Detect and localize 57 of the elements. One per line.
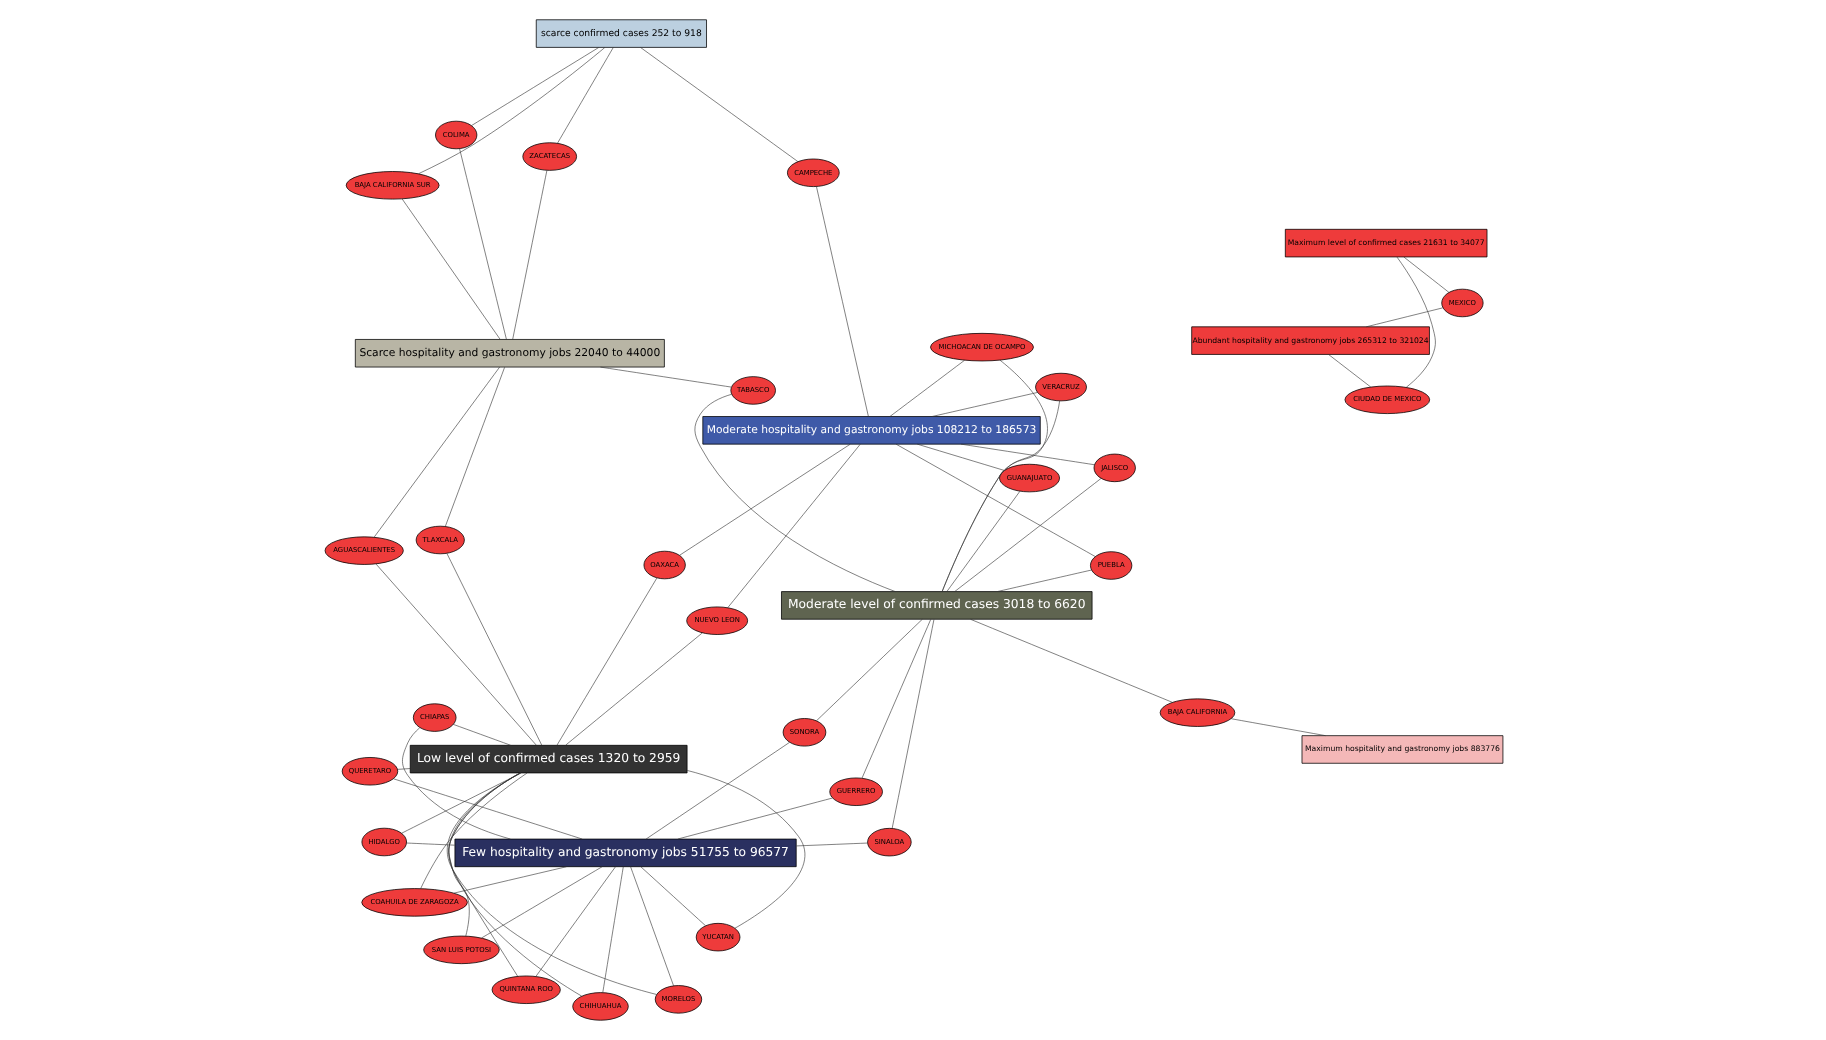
connector <box>392 778 582 840</box>
connector <box>644 742 789 840</box>
connector <box>445 772 656 995</box>
connector <box>969 619 1172 703</box>
connector <box>480 866 602 939</box>
connector <box>795 842 867 847</box>
connector <box>815 618 922 722</box>
connector <box>447 772 520 977</box>
connector <box>401 727 510 840</box>
connector <box>678 443 850 556</box>
connector <box>452 724 510 746</box>
connector <box>400 198 500 340</box>
connector <box>953 478 1101 592</box>
connector <box>629 866 673 987</box>
connector <box>639 47 798 162</box>
connector <box>890 619 934 829</box>
connector <box>534 866 615 977</box>
connector <box>417 47 605 174</box>
connector <box>726 444 860 609</box>
connector <box>447 772 520 937</box>
connector <box>915 443 1004 471</box>
connector <box>396 768 410 770</box>
connector <box>452 866 566 894</box>
connector <box>693 394 895 592</box>
connector <box>860 619 931 779</box>
connector <box>555 577 657 746</box>
connector <box>444 367 504 527</box>
connector <box>599 366 731 388</box>
connector <box>815 186 868 417</box>
connector <box>1230 718 1325 736</box>
connector <box>458 148 506 340</box>
connector <box>1364 307 1442 328</box>
connector <box>995 569 1091 592</box>
connector <box>374 563 536 746</box>
connector <box>639 866 705 926</box>
connector <box>685 770 805 929</box>
connector <box>511 170 547 340</box>
connector <box>940 359 1047 592</box>
connector <box>400 772 521 834</box>
connector <box>1395 256 1435 388</box>
connector <box>419 772 527 889</box>
connector <box>405 842 454 846</box>
connector <box>601 866 623 993</box>
connector <box>888 360 964 417</box>
connector <box>556 47 613 144</box>
connector <box>676 797 832 840</box>
connector <box>930 392 1037 417</box>
connector <box>445 553 541 746</box>
connector <box>1327 354 1371 388</box>
connector <box>959 443 1094 466</box>
connector <box>372 366 499 538</box>
connector <box>470 47 599 126</box>
connector <box>894 443 1095 557</box>
connector <box>945 490 1020 592</box>
connector <box>1402 256 1449 293</box>
connector <box>447 772 581 997</box>
connector <box>564 632 702 746</box>
